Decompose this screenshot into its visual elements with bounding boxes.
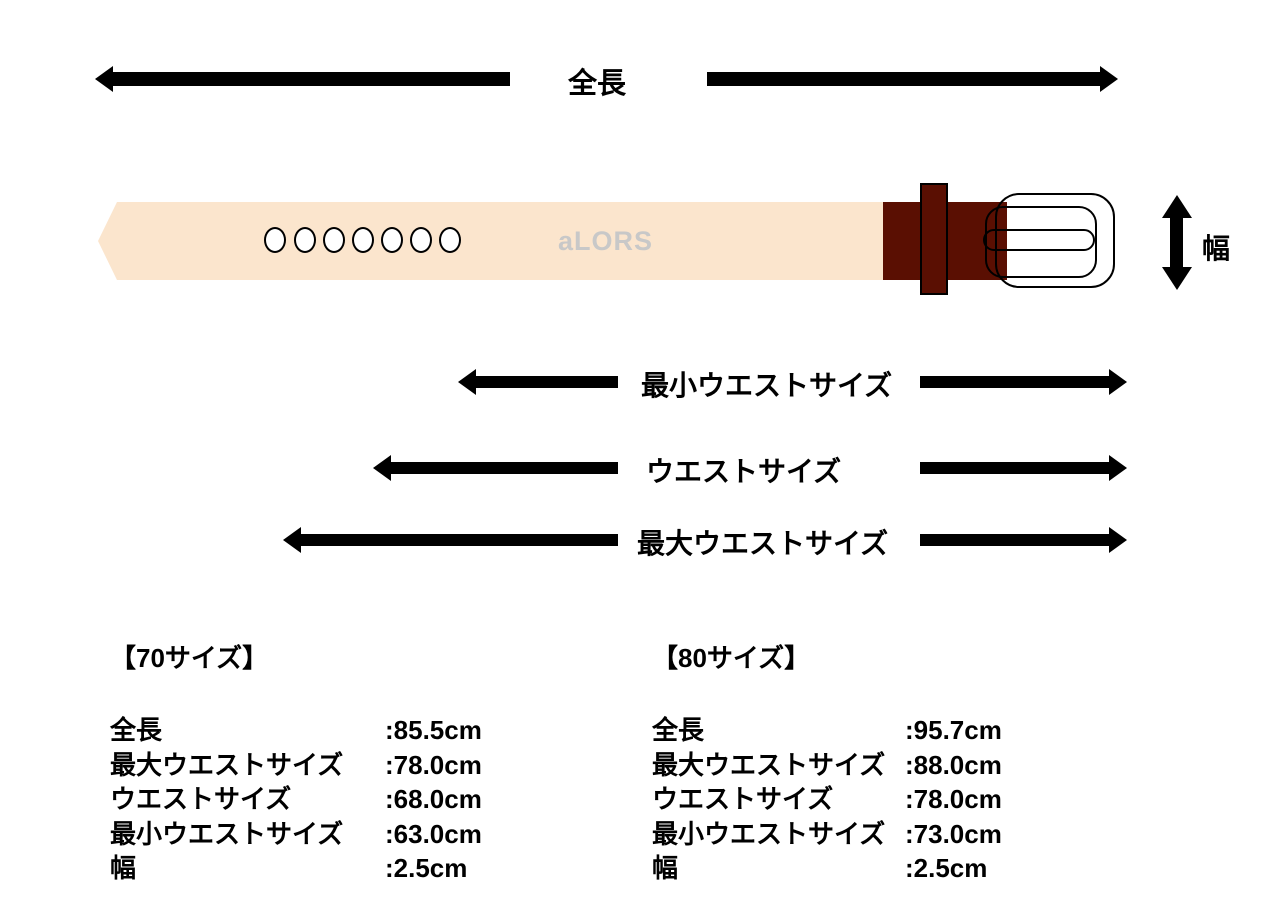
table-row: ウエストサイズ :68.0cm [110, 782, 482, 817]
min-waist-right-arrow-icon [920, 376, 1109, 388]
belt-hole [381, 227, 403, 253]
total-length-label: 全長 [568, 68, 627, 100]
row-label: 幅 [652, 853, 679, 884]
belt-hole [410, 227, 432, 253]
row-label: 最小ウエストサイズ [652, 818, 886, 849]
buckle-prong [983, 229, 1095, 251]
total-length-right-arrow-icon [707, 72, 1100, 86]
min-waist-left-arrow-icon [476, 376, 618, 388]
size-table-70-rows: 全長 :85.5cm 最大ウエストサイズ :78.0cm ウエストサイズ :68… [110, 713, 482, 886]
belt-hole [294, 227, 316, 253]
waist-left-arrow-icon [391, 462, 618, 474]
buckle-outer-frame [995, 193, 1115, 288]
min-waist-label: 最小ウエストサイズ [641, 370, 893, 401]
belt-hole [323, 227, 345, 253]
table-row: 最大ウエストサイズ :88.0cm [652, 748, 1002, 783]
belt-hole [264, 227, 286, 253]
total-length-left-arrow-icon [113, 72, 510, 86]
width-vertical-arrow-icon [1170, 218, 1183, 267]
row-value: :63.0cm [385, 818, 482, 849]
row-label: ウエストサイズ [652, 784, 834, 815]
size-table-80-heading: 【80サイズ】 [652, 643, 811, 673]
table-row: 最小ウエストサイズ :63.0cm [110, 817, 482, 852]
table-row: 最大ウエストサイズ :78.0cm [110, 748, 482, 783]
row-value: :78.0cm [385, 749, 482, 780]
belt-strap [98, 202, 1007, 280]
width-label: 幅 [1202, 233, 1231, 264]
row-label: ウエストサイズ [110, 784, 292, 815]
row-label: 最小ウエストサイズ [110, 818, 344, 849]
belt-keeper-loop [920, 183, 948, 295]
row-value: :2.5cm [905, 853, 988, 884]
max-waist-right-arrow-icon [920, 534, 1109, 546]
table-row: ウエストサイズ :78.0cm [652, 782, 1002, 817]
row-value: :88.0cm [905, 749, 1002, 780]
waist-label: ウエストサイズ [646, 456, 842, 487]
belt-hole [439, 227, 461, 253]
row-value: :73.0cm [905, 818, 1002, 849]
table-row: 幅 :2.5cm [652, 851, 1002, 886]
row-label: 全長 [652, 715, 705, 745]
table-row: 幅 :2.5cm [110, 851, 482, 886]
row-label: 最大ウエストサイズ [652, 749, 886, 780]
max-waist-left-arrow-icon [301, 534, 618, 546]
max-waist-label: 最大ウエストサイズ [637, 528, 889, 559]
row-value: :2.5cm [385, 853, 468, 884]
row-label: 全長 [110, 715, 163, 745]
table-row: 最小ウエストサイズ :73.0cm [652, 817, 1002, 852]
table-row: 全長 :85.5cm [110, 713, 482, 748]
belt-hole [352, 227, 374, 253]
row-value: :78.0cm [905, 784, 1002, 815]
row-value: :85.5cm [385, 715, 482, 745]
size-table-80-rows: 全長 :95.7cm 最大ウエストサイズ :88.0cm ウエストサイズ :78… [652, 713, 1002, 886]
waist-right-arrow-icon [920, 462, 1109, 474]
table-row: 全長 :95.7cm [652, 713, 1002, 748]
row-value: :68.0cm [385, 784, 482, 815]
brand-text: aLORS [558, 226, 654, 256]
size-table-70-heading: 【70サイズ】 [110, 643, 269, 673]
row-label: 幅 [110, 853, 137, 884]
row-value: :95.7cm [905, 715, 1002, 745]
row-label: 最大ウエストサイズ [110, 749, 344, 780]
